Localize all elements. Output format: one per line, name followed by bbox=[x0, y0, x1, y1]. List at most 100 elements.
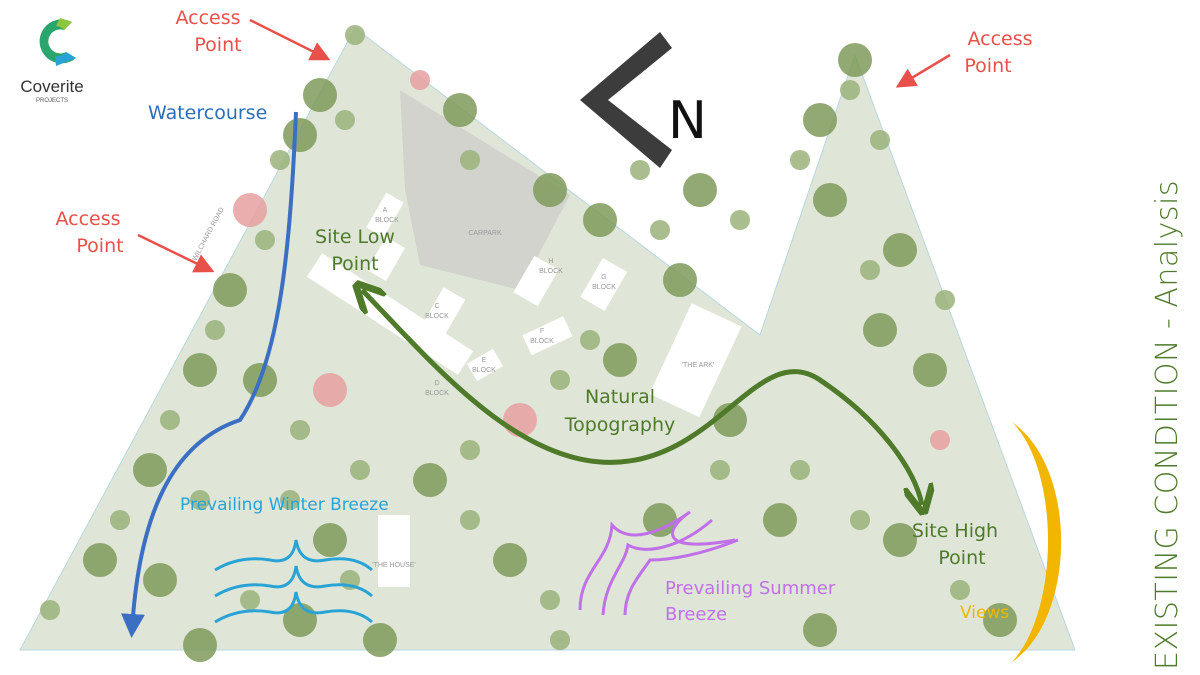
tree bbox=[183, 628, 217, 662]
tree bbox=[730, 210, 750, 230]
svg-text:Point: Point bbox=[938, 547, 985, 569]
svg-text:BLOCK: BLOCK bbox=[592, 284, 616, 291]
tree bbox=[630, 160, 650, 180]
tree bbox=[303, 78, 337, 112]
tree bbox=[143, 563, 177, 597]
carpark-area bbox=[400, 90, 570, 290]
page-title: EXISTING CONDITION - Analysis bbox=[1150, 180, 1185, 670]
tree bbox=[790, 460, 810, 480]
svg-text:BLOCK: BLOCK bbox=[425, 313, 449, 320]
tree bbox=[583, 203, 617, 237]
tree bbox=[983, 603, 1017, 637]
tree bbox=[160, 410, 180, 430]
tree bbox=[233, 193, 267, 227]
svg-text:Prevailing Summer: Prevailing Summer bbox=[665, 578, 836, 599]
tree bbox=[650, 220, 670, 240]
tree bbox=[345, 25, 365, 45]
svg-text:BLOCK: BLOCK bbox=[530, 338, 554, 345]
tree bbox=[110, 510, 130, 530]
topography-arrow bbox=[362, 290, 922, 505]
road-label: WILCHARD ROAD bbox=[192, 206, 226, 262]
tree bbox=[240, 590, 260, 610]
tree bbox=[280, 490, 300, 510]
svg-text:Topography: Topography bbox=[564, 414, 676, 436]
svg-text:E: E bbox=[482, 357, 487, 364]
north-arrow-icon bbox=[580, 32, 672, 168]
tree bbox=[935, 290, 955, 310]
tree bbox=[443, 93, 477, 127]
tree bbox=[663, 263, 697, 297]
access-arrow-left bbox=[137, 233, 215, 273]
tree bbox=[283, 118, 317, 152]
svg-text:BLOCK: BLOCK bbox=[472, 367, 496, 374]
tree bbox=[813, 183, 847, 217]
tree bbox=[190, 490, 210, 510]
tree bbox=[313, 373, 347, 407]
tree bbox=[883, 233, 917, 267]
svg-text:Access: Access bbox=[967, 28, 1032, 50]
coverite-logo bbox=[39, 18, 76, 66]
tree bbox=[950, 580, 970, 600]
tree bbox=[763, 503, 797, 537]
svg-text:Natural: Natural bbox=[585, 386, 655, 408]
svg-text:F: F bbox=[540, 328, 544, 335]
tree bbox=[183, 353, 217, 387]
tree bbox=[580, 330, 600, 350]
svg-text:G: G bbox=[601, 274, 606, 281]
tree bbox=[840, 80, 860, 100]
svg-text:CARPARK: CARPARK bbox=[468, 230, 502, 237]
tree bbox=[410, 70, 430, 90]
tree bbox=[540, 590, 560, 610]
tree bbox=[213, 273, 247, 307]
svg-text:BLOCK: BLOCK bbox=[539, 268, 563, 275]
tree bbox=[930, 430, 950, 450]
svg-text:H: H bbox=[548, 258, 553, 265]
svg-text:Access: Access bbox=[55, 208, 120, 230]
svg-text:D: D bbox=[434, 380, 439, 387]
summer-breeze-icon bbox=[578, 510, 739, 616]
tree bbox=[460, 510, 480, 530]
tree bbox=[290, 420, 310, 440]
access-arrow-right bbox=[895, 53, 951, 88]
watercourse-arrow bbox=[121, 111, 298, 638]
svg-text:C: C bbox=[434, 303, 439, 310]
tree bbox=[460, 150, 480, 170]
svg-text:Access: Access bbox=[175, 7, 240, 29]
svg-text:'THE HOUSE': 'THE HOUSE' bbox=[372, 562, 416, 569]
tree bbox=[413, 463, 447, 497]
winter-breeze-label: Prevailing Winter Breeze bbox=[180, 495, 389, 515]
tree bbox=[870, 130, 890, 150]
views-arc bbox=[1012, 422, 1062, 662]
tree bbox=[40, 600, 60, 620]
tree bbox=[790, 150, 810, 170]
svg-text:BLOCK: BLOCK bbox=[375, 217, 399, 224]
tree bbox=[803, 103, 837, 137]
access-arrow-top bbox=[249, 18, 331, 61]
svg-text:Point: Point bbox=[964, 55, 1011, 77]
tree bbox=[838, 43, 872, 77]
tree bbox=[850, 510, 870, 530]
tree bbox=[335, 110, 355, 130]
logo-subtext: PROJECTS bbox=[36, 98, 68, 104]
tree bbox=[133, 453, 167, 487]
logo-text: Coverite bbox=[20, 77, 83, 96]
tree bbox=[270, 150, 290, 170]
tree bbox=[533, 173, 567, 207]
north-label: N bbox=[668, 91, 707, 151]
tree bbox=[863, 313, 897, 347]
tree bbox=[683, 173, 717, 207]
tree bbox=[550, 630, 570, 650]
tree bbox=[883, 523, 917, 557]
views-label: Views bbox=[960, 603, 1009, 623]
tree bbox=[83, 543, 117, 577]
svg-text:Point: Point bbox=[194, 34, 241, 56]
tree bbox=[460, 440, 480, 460]
tree bbox=[255, 230, 275, 250]
tree bbox=[710, 460, 730, 480]
svg-text:Site Low: Site Low bbox=[315, 226, 395, 248]
tree bbox=[493, 543, 527, 577]
svg-text:BLOCK: BLOCK bbox=[425, 390, 449, 397]
